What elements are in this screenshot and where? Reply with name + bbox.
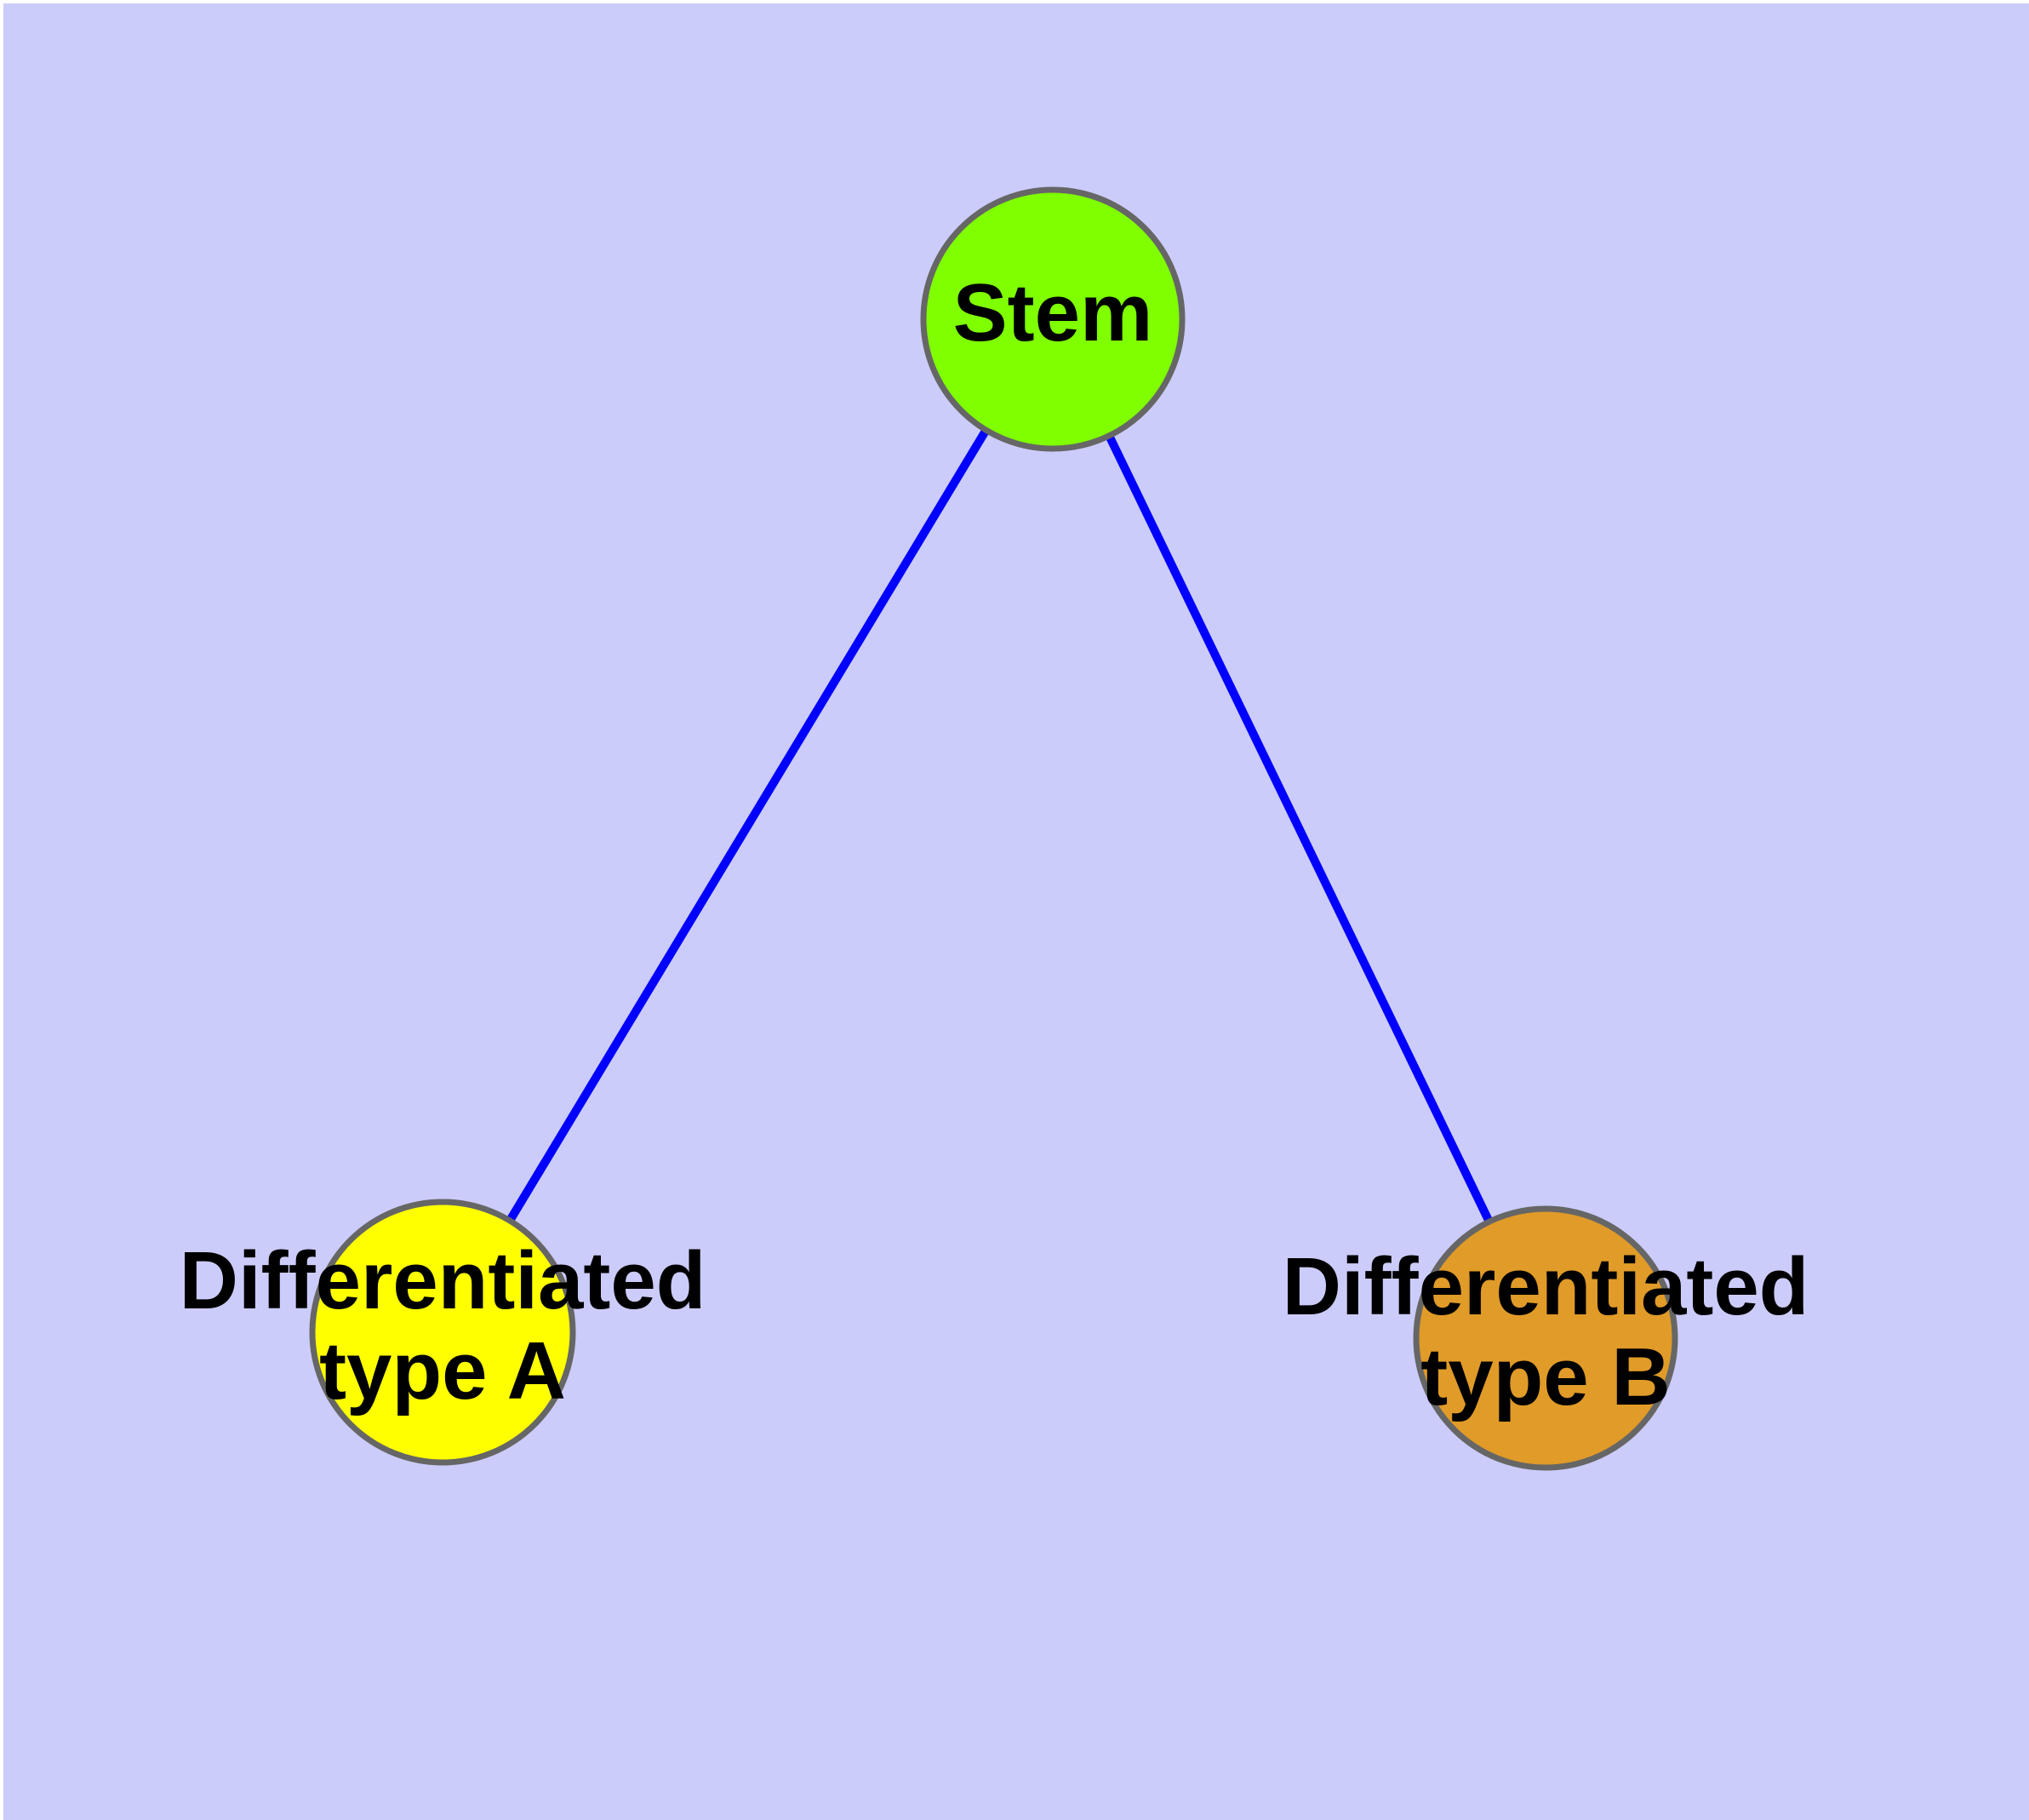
edge-stem-to-differentiated-type-a[interactable] [506,429,989,1222]
edge-stem-to-differentiated-type-b[interactable] [1106,435,1493,1222]
node-stem[interactable] [920,186,1186,452]
node-label-line: type B [1420,1331,1670,1422]
node-label-line: Stem [953,267,1153,358]
node-layer [309,186,1678,1471]
node-label-line: type A [319,1325,566,1417]
edge-layer [506,429,1493,1222]
node-label-line: Differentiated [180,1236,706,1327]
node-differentiated-type-a[interactable] [309,1199,576,1466]
node-label-stem: Stem [953,267,1153,358]
node-differentiated-type-b[interactable] [1413,1205,1678,1471]
node-label-line: Differentiated [1283,1242,1809,1333]
